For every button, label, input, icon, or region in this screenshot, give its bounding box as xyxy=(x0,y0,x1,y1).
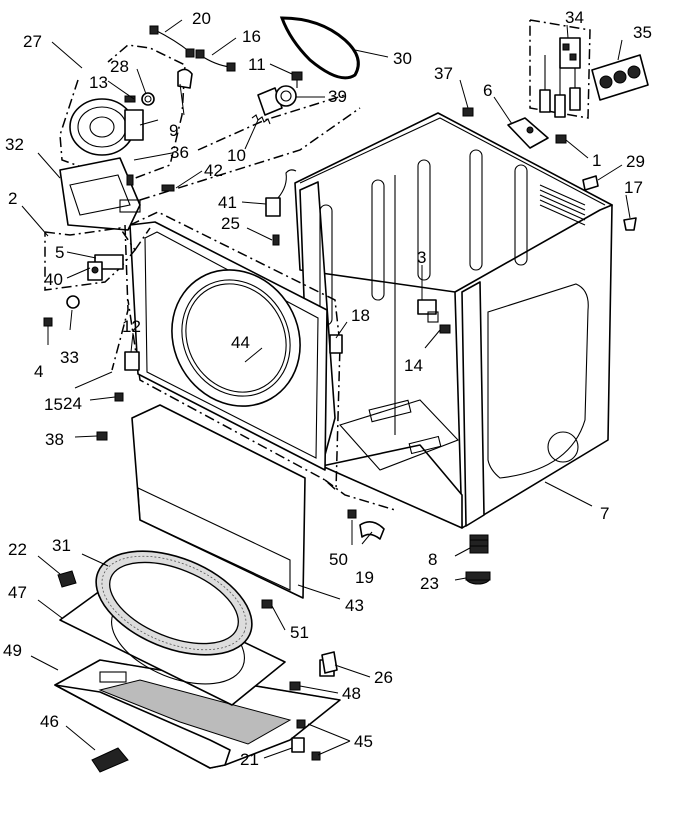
callout-39: 39 xyxy=(328,87,347,106)
callout-46: 46 xyxy=(40,712,59,731)
idler-spring xyxy=(251,114,271,125)
callout-11: 11 xyxy=(248,55,266,74)
callout-5: 5 xyxy=(55,243,64,262)
plug-17 xyxy=(623,217,637,231)
cabinet-floor xyxy=(321,444,463,529)
base xyxy=(54,659,341,769)
motor-mount-bracket xyxy=(59,157,141,231)
callout-10: 10 xyxy=(227,146,246,165)
clip-29 xyxy=(582,175,599,191)
callout-35: 35 xyxy=(633,23,652,42)
callout-6: 6 xyxy=(483,81,492,100)
leader-lines xyxy=(21,19,631,759)
leg-22 xyxy=(57,570,77,588)
callout-22: 22 xyxy=(8,540,27,559)
side-opening xyxy=(487,283,589,479)
callout-24: 24 xyxy=(63,394,82,413)
callout-labels: 20 16 30 27 28 13 11 39 9 10 36 42 32 2 … xyxy=(3,8,652,769)
motor-assembly xyxy=(59,44,193,181)
callout-51: 51 xyxy=(290,623,309,642)
callout-27: 27 xyxy=(23,32,42,51)
callout-9: 9 xyxy=(169,121,178,140)
callout-33: 33 xyxy=(60,348,79,367)
callout-26: 26 xyxy=(374,668,393,687)
callout-40: 40 xyxy=(44,270,63,289)
callout-7: 7 xyxy=(600,504,609,523)
callout-2: 2 xyxy=(8,189,17,208)
foot-pad xyxy=(91,747,129,773)
callout-31: 31 xyxy=(52,536,71,555)
callout-50: 50 xyxy=(329,550,348,569)
callout-20: 20 xyxy=(192,9,211,28)
cabinet xyxy=(294,112,613,529)
callout-14: 14 xyxy=(404,356,423,375)
callout-37: 37 xyxy=(434,64,453,83)
wire-harness-16 xyxy=(195,49,236,72)
callout-38: 38 xyxy=(45,430,64,449)
callout-41: 41 xyxy=(218,193,237,212)
bracket-26 xyxy=(321,651,338,674)
callout-17: 17 xyxy=(624,178,643,197)
callout-16: 16 xyxy=(242,27,261,46)
callout-13: 13 xyxy=(89,73,108,92)
screw-11 xyxy=(291,71,303,88)
leveling-leg xyxy=(469,534,489,554)
callout-48: 48 xyxy=(342,684,361,703)
wire-nuts xyxy=(591,54,649,101)
lower-panel xyxy=(131,404,306,599)
callout-25: 25 xyxy=(221,214,240,233)
leveling-foot xyxy=(465,571,491,585)
motor-mount xyxy=(59,157,141,231)
callout-19: 19 xyxy=(355,568,374,587)
bracket-assembly xyxy=(44,227,136,291)
door-opening xyxy=(171,269,301,407)
callout-42: 42 xyxy=(204,161,223,180)
callout-49: 49 xyxy=(3,641,22,660)
belt-30 xyxy=(279,16,360,80)
callout-28: 28 xyxy=(110,57,129,76)
callout-44: 44 xyxy=(231,333,250,352)
callout-4: 4 xyxy=(34,362,43,381)
back-vents xyxy=(539,184,586,226)
callout-23: 23 xyxy=(420,574,439,593)
callout-47: 47 xyxy=(8,583,27,602)
callout-18: 18 xyxy=(351,306,370,325)
felt-seal xyxy=(95,550,253,656)
wire-harness-20 xyxy=(149,25,195,58)
callout-43: 43 xyxy=(345,596,364,615)
callout-30: 30 xyxy=(393,49,412,68)
cover-6 xyxy=(507,117,549,149)
callout-21: 21 xyxy=(240,750,259,769)
callout-12: 12 xyxy=(122,317,141,336)
callout-8: 8 xyxy=(428,550,437,569)
thermostat xyxy=(265,169,297,217)
callout-29: 29 xyxy=(626,152,645,171)
front-panel xyxy=(129,221,328,471)
callout-3: 3 xyxy=(417,248,426,267)
callout-15: 15 xyxy=(44,395,63,414)
callout-1: 1 xyxy=(592,151,601,170)
callout-34: 34 xyxy=(565,8,584,27)
door-switch xyxy=(417,299,439,323)
idler-pulley xyxy=(257,85,297,116)
callout-36: 36 xyxy=(170,143,189,162)
cabinet-right-side xyxy=(454,204,613,529)
callout-32: 32 xyxy=(5,135,24,154)
callout-45: 45 xyxy=(354,732,373,751)
terminal-block xyxy=(529,19,591,119)
